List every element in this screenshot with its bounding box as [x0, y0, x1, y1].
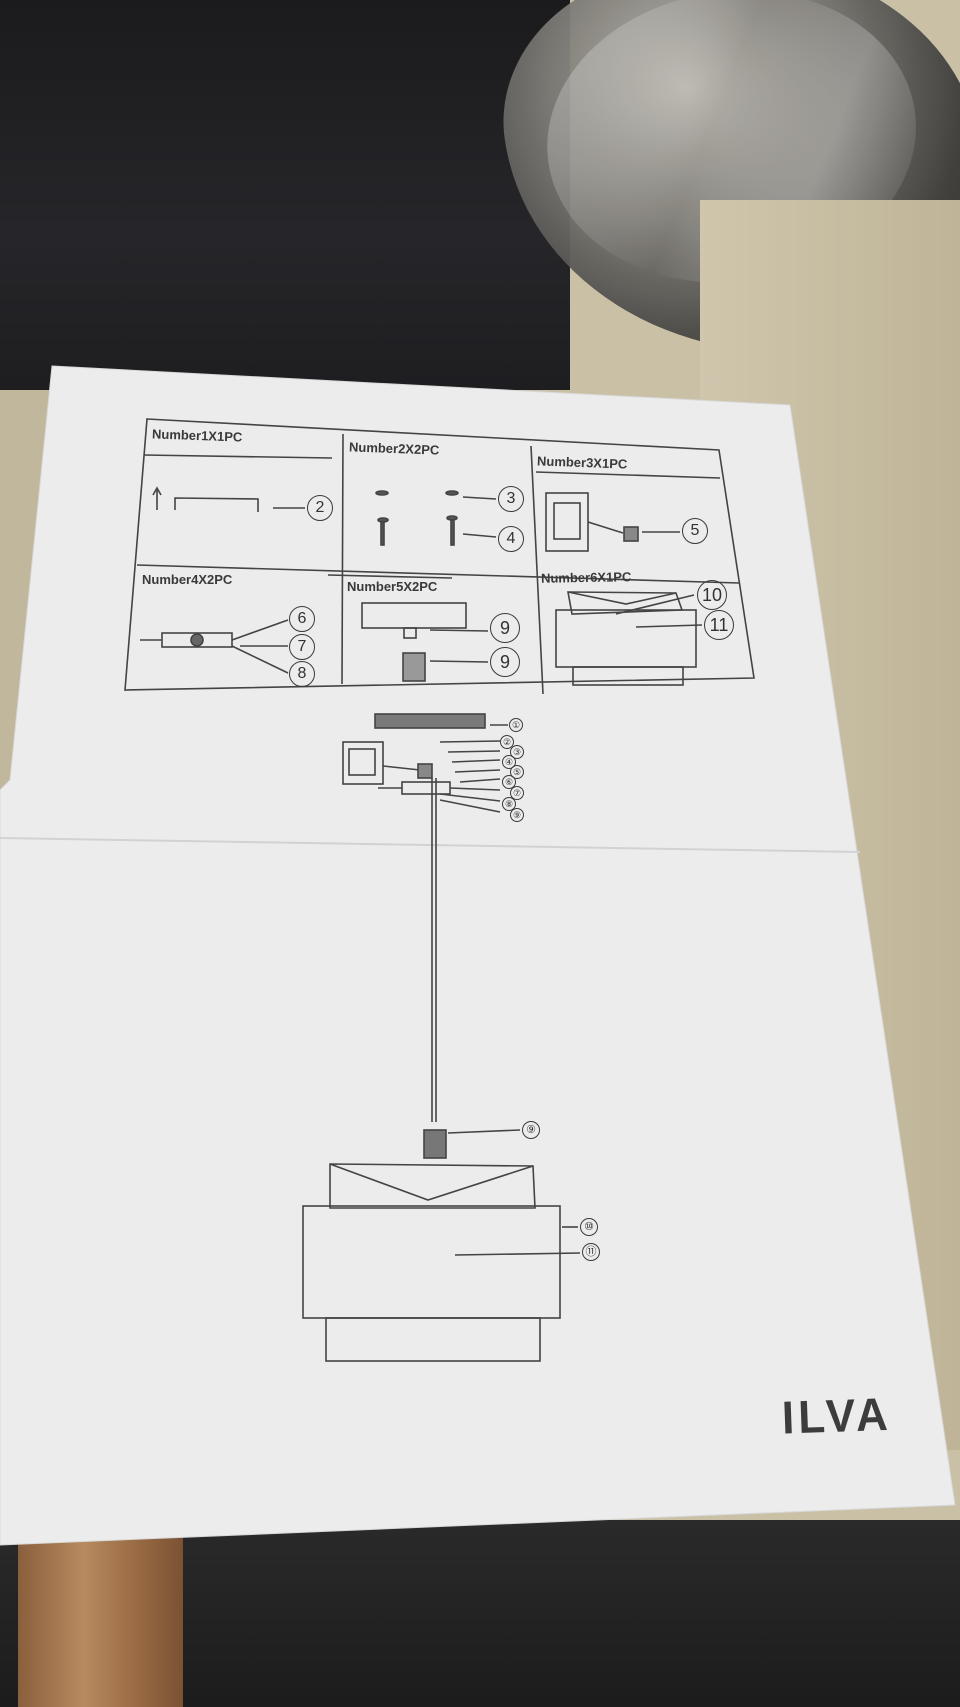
part-label-5: Number5X2PC: [347, 579, 438, 594]
callout-4: 4: [498, 526, 524, 552]
beige-sofa-background: [700, 200, 960, 1450]
assembly-callout-10-bottom: ⑩: [580, 1218, 598, 1236]
wooden-leg: [18, 1530, 183, 1707]
part-label-3: Number3X1PC: [536, 453, 628, 472]
assembly-callout-4: ④: [502, 755, 516, 769]
assembly-callout-5: ⑤: [510, 765, 524, 779]
callout-2: 2: [307, 495, 333, 521]
assembly-callout-2: ②: [500, 735, 514, 749]
part-label-2: Number2X2PC: [348, 439, 440, 458]
assembly-callout-8: ⑧: [502, 797, 516, 811]
callout-9b: 9: [490, 647, 520, 677]
assembly-callout-7: ⑦: [510, 786, 524, 800]
assembly-callout-9-bottom: ⑨: [522, 1121, 540, 1139]
callout-6: 6: [289, 606, 315, 632]
callout-8: 8: [289, 661, 315, 687]
assembly-callout-6: ⑥: [502, 775, 516, 789]
part-label-4: Number4X2PC: [142, 572, 233, 587]
assembly-callout-9: ⑨: [510, 808, 524, 822]
assembly-callout-11-bottom: ⑪: [582, 1243, 600, 1261]
part-label-6: Number6X1PC: [540, 569, 632, 586]
dark-fabric-background: [0, 0, 570, 390]
callout-3: 3: [498, 486, 524, 512]
callout-9a: 9: [490, 613, 520, 643]
callout-7: 7: [289, 634, 315, 660]
part-label-1: Number1X1PC: [151, 426, 243, 445]
assembly-callout-1: ①: [509, 718, 523, 732]
assembly-callout-3: ③: [510, 745, 524, 759]
left-fabric-edge: [0, 390, 55, 1490]
